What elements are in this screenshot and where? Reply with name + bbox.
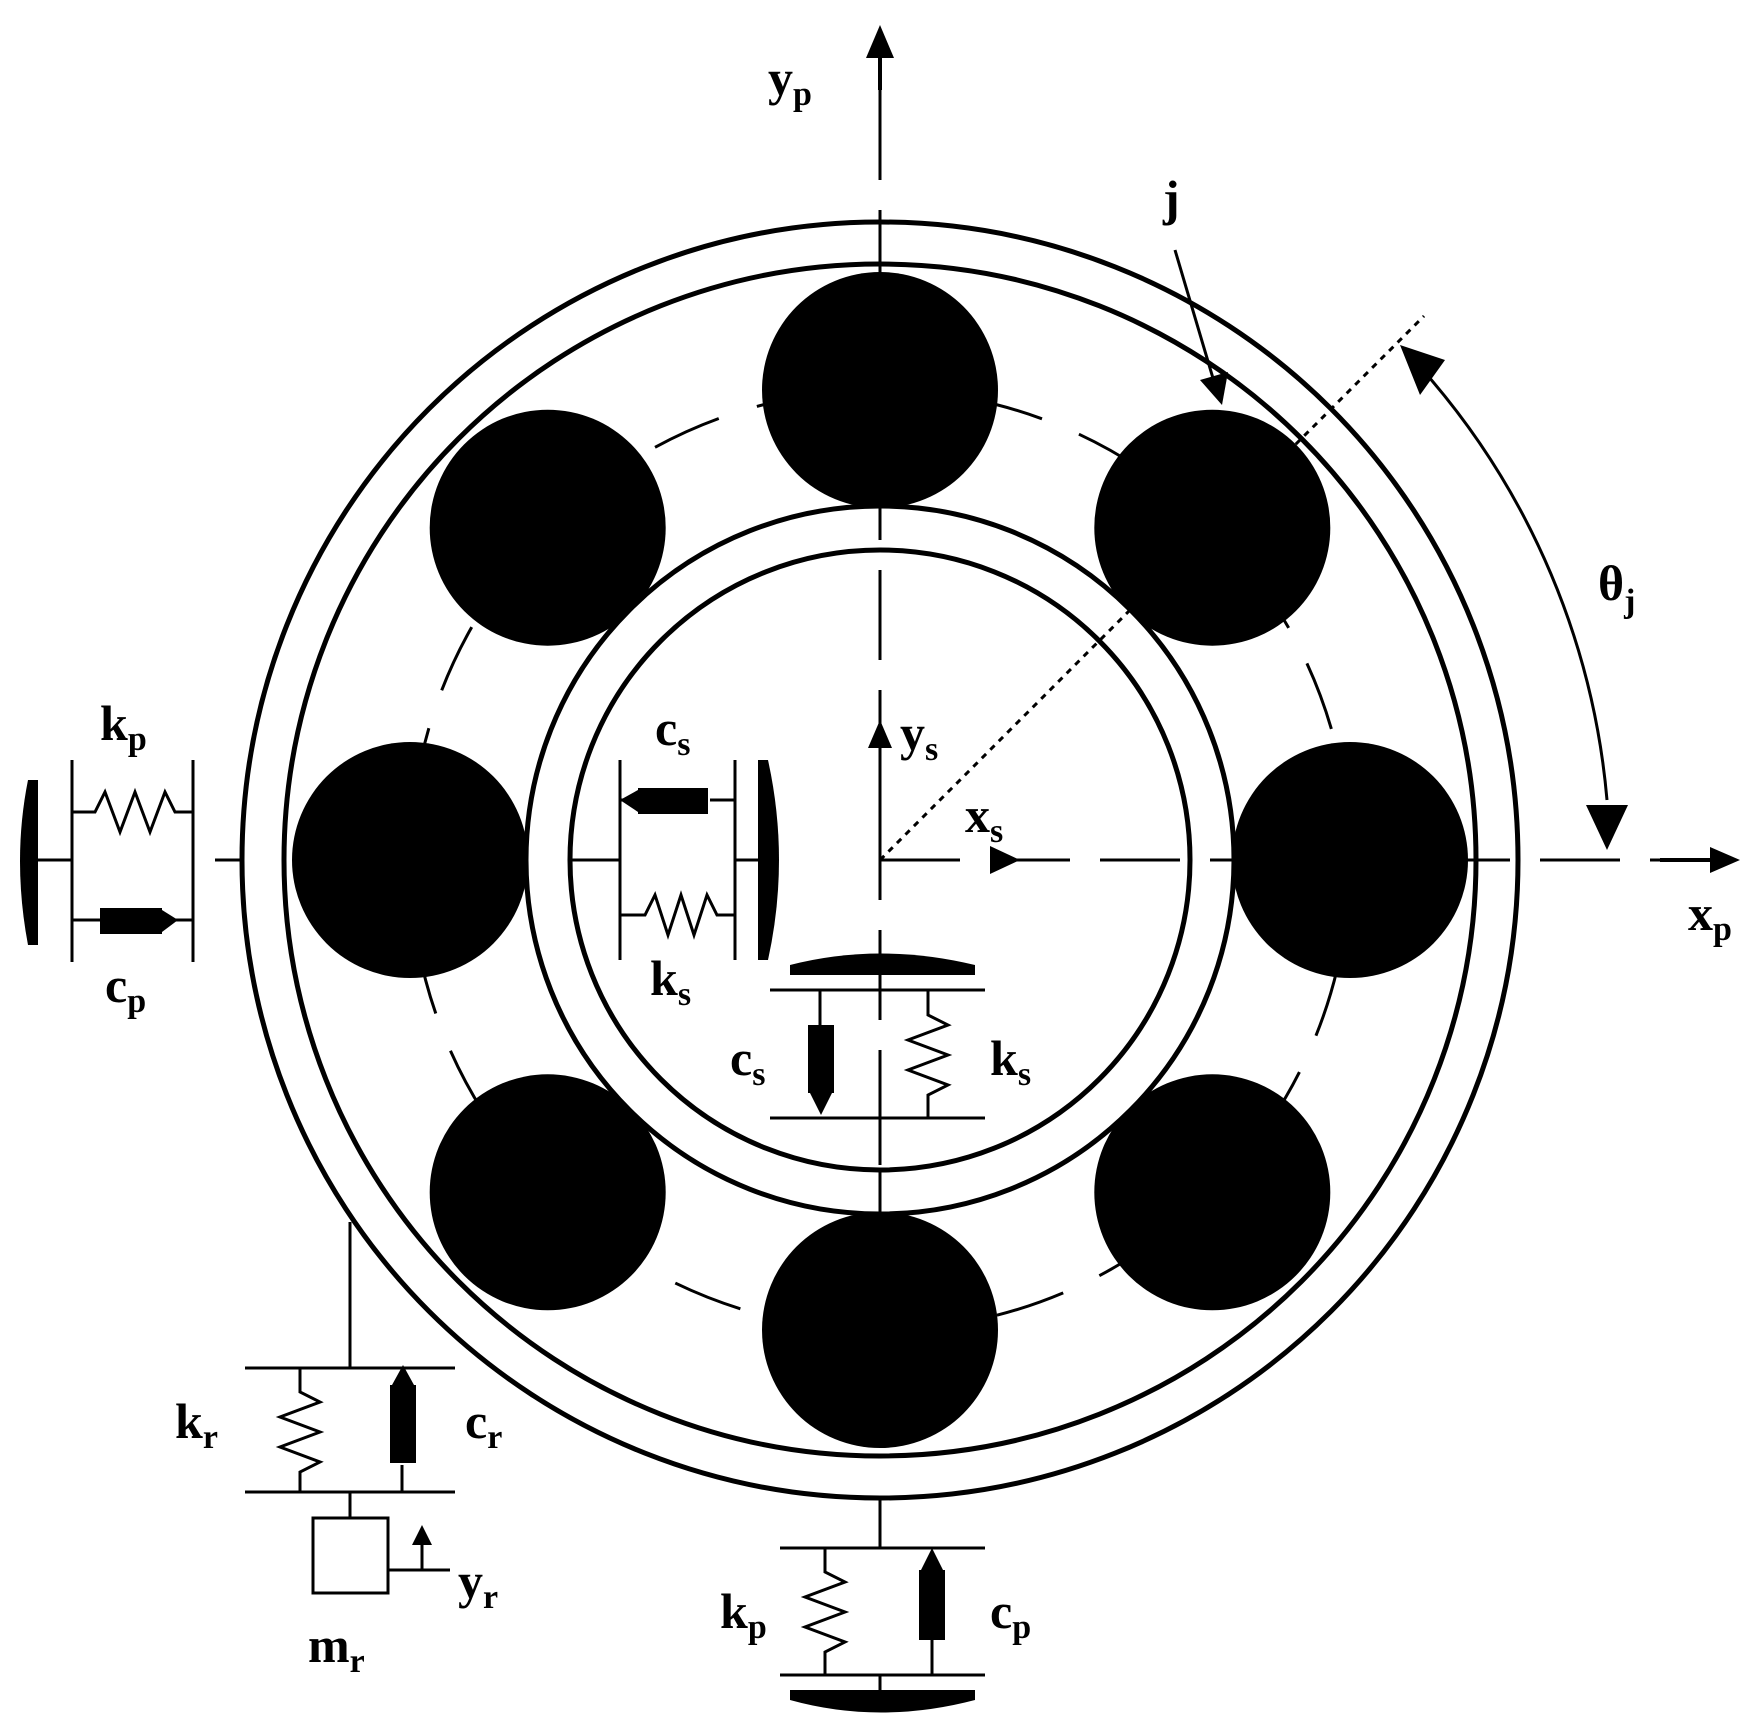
mr-mass: [311, 1516, 390, 1595]
theta-reference-line: [878, 314, 1426, 862]
inner-vertical-ground: [790, 953, 975, 975]
bottom-kp-spring: [800, 1548, 850, 1675]
label-kr: kr: [175, 1393, 218, 1456]
label-ys: ys: [900, 705, 938, 768]
rolling-element-4: [429, 409, 666, 646]
lower-cs-damper: [808, 1025, 834, 1093]
label-yp: yp: [768, 50, 812, 113]
bottom-cp-damper: [919, 1570, 945, 1640]
cr-damper: [390, 1385, 416, 1463]
label-ks-inner: ks: [650, 950, 691, 1013]
label-cs-inner: cs: [655, 700, 690, 763]
inner-ks-spring: [620, 890, 735, 940]
left-kp-spring: [72, 787, 193, 837]
label-cp-left: cp: [105, 957, 146, 1020]
yp-arrowhead: [866, 25, 894, 58]
j-arrowhead: [1200, 372, 1228, 405]
theta-arrowhead-top: [1400, 345, 1445, 395]
label-cp-bottom: cp: [990, 1583, 1031, 1646]
lower-ks-spring: [903, 990, 953, 1118]
inner-horizontal-ground: [758, 760, 779, 960]
lower-left-support: [245, 1222, 455, 1595]
yr-arrowhead: [412, 1525, 432, 1545]
kr-spring: [275, 1368, 325, 1492]
label-cs-lower: cs: [730, 1030, 765, 1093]
xs-arrowhead: [990, 846, 1020, 874]
label-yr: yr: [458, 1553, 498, 1616]
j-arrow-shaft: [1173, 249, 1217, 386]
left-ground: [20, 780, 38, 945]
rolling-element-5: [292, 742, 528, 978]
theta-arc: [1426, 375, 1609, 801]
outer-ring-inner-edge: [281, 261, 1479, 1459]
label-mr: mr: [308, 1617, 365, 1680]
label-kp-left: kp: [100, 695, 147, 758]
xp-arrowhead: [1710, 847, 1740, 873]
bottom-support: [780, 1498, 985, 1700]
label-xp: xp: [1688, 885, 1732, 948]
rolling-element-1: [1232, 742, 1468, 978]
inner-cs-damper: [638, 788, 708, 814]
rolling-element-7: [762, 1212, 998, 1448]
theta-arrowhead-bottom: [1586, 805, 1628, 850]
label-cr: cr: [465, 1393, 502, 1456]
left-cp-damper-tip: [162, 910, 178, 932]
rolling-element-8: [1094, 1074, 1331, 1311]
inner-cs-damper-tip: [620, 790, 638, 812]
left-cp-damper: [100, 908, 162, 934]
label-xs: xs: [965, 787, 1003, 850]
cr-damper-tip: [392, 1365, 414, 1385]
label-kp-bottom: kp: [720, 1583, 767, 1646]
inner-vertical-support: [770, 968, 985, 1165]
label-theta-j: θj: [1598, 555, 1635, 620]
bottom-ground: [790, 1690, 975, 1713]
lower-cs-damper-tip: [810, 1093, 832, 1115]
rolling-element-6: [429, 1074, 666, 1311]
bottom-cp-damper-tip: [921, 1548, 943, 1570]
label-ks-lower: ks: [990, 1030, 1031, 1093]
ys-arrowhead: [868, 720, 892, 748]
label-j: j: [1162, 170, 1180, 226]
rolling-element-3: [762, 272, 998, 508]
